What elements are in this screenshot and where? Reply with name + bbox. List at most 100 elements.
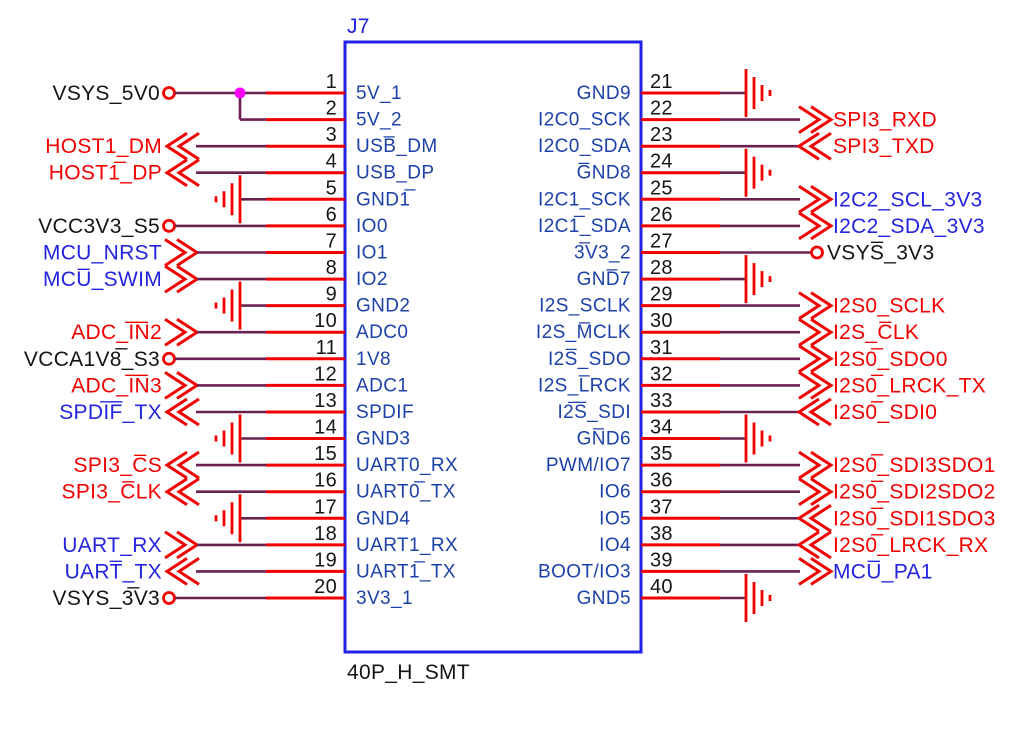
net-label: VSYS̅_3V3 [827, 242, 934, 265]
port-flag-icon [810, 450, 834, 480]
pin-number: 6 [326, 204, 337, 226]
pin-number: 17 [314, 496, 337, 518]
pin-number: 2 [326, 98, 337, 120]
pin-name: I2S_M̅CLK [536, 322, 631, 343]
pin-name: G̅ND8 [577, 163, 631, 184]
pin-name: ADC1 [356, 375, 408, 396]
port-flag-icon [810, 291, 834, 320]
pin-number: 18 [314, 523, 337, 545]
net-label: SPI3_RXD [833, 109, 937, 132]
component-designator: J7 [347, 15, 370, 38]
pin-number: 14 [314, 417, 337, 439]
pin-number: 10 [314, 310, 337, 332]
pin-number: 21 [650, 71, 673, 93]
pin-name: IO1 [356, 243, 388, 264]
pin-number: 30 [650, 310, 673, 332]
net-label: VSYS_5V0 [53, 82, 160, 105]
net-label: UART_RX [62, 534, 162, 557]
net-label: SPI3_C̅S [74, 454, 162, 477]
power-port-circle-icon [162, 218, 176, 233]
pin-number: 4 [326, 151, 337, 173]
port-flag-icon [176, 397, 200, 427]
port-flag-icon [164, 264, 188, 294]
pin-name: IO2 [356, 269, 388, 290]
net-label: SPI3_TXD [833, 135, 935, 158]
pin-name: I2S̅_SDO [548, 349, 631, 370]
port-flag-icon [796, 131, 820, 161]
pin-number: 3 [326, 124, 337, 146]
pin-number: 24 [650, 151, 673, 173]
pin-name: ADC0 [356, 322, 408, 343]
net-label: I2S0̅_SDI1SDO3 [833, 507, 996, 530]
power-port-circle-icon [162, 591, 176, 605]
pin-number: 7 [326, 231, 337, 253]
pin-name: I2S_SCLK [539, 296, 631, 317]
pin-number: 27 [650, 231, 673, 253]
net-label: I2C2_SCL_3V3 [833, 188, 983, 211]
pin-number: 29 [650, 284, 673, 306]
pin-number: 12 [314, 363, 337, 385]
port-flag-icon [810, 211, 834, 241]
net-label: ADC_I̅N̅2 [71, 321, 162, 344]
pin-name: SPDIF [356, 402, 414, 423]
port-flag-icon [810, 557, 834, 586]
pin-number: 23 [650, 124, 673, 146]
pin-number: 32 [650, 363, 673, 385]
pin-name: 5V_1 [356, 83, 402, 104]
port-flag-icon [808, 530, 832, 560]
pin-name: GND1̅ [356, 189, 416, 210]
port-flag-icon [176, 450, 200, 480]
pin-number: 25 [650, 177, 673, 199]
net-label: I2S0̅_LRCK_RX [833, 534, 988, 557]
net-label: VCC3V3_S5 [38, 215, 160, 238]
pin-name: GND2 [356, 296, 410, 317]
pin-number: 33 [650, 390, 673, 412]
pin-number: 35 [650, 443, 673, 465]
port-flag-icon [798, 450, 822, 480]
port-flag-icon [176, 158, 200, 187]
port-flag-icon [164, 238, 188, 267]
pin-name: GND9 [577, 83, 631, 104]
pin-name: UART0_RX [356, 455, 458, 476]
net-label: UART̅_TX [65, 560, 162, 583]
net-label: HOST1̅_DP [49, 162, 162, 185]
pin-name: 5V_2 [356, 110, 402, 131]
net-label: ADC_I̅N̅3 [71, 374, 162, 397]
pin-name: GN̅D6 [577, 429, 631, 450]
net-label: MCU_NRST [43, 242, 162, 265]
net-label: I2S0̅_SDI0 [833, 401, 937, 424]
port-flag-icon [798, 477, 822, 506]
port-flag-icon [164, 477, 188, 506]
pin-name: 3V3_1 [356, 588, 413, 609]
port-flag-icon [810, 185, 834, 214]
net-label: I2S0̅_SDI2SDO2 [833, 481, 996, 504]
port-flag-icon [164, 450, 188, 480]
port-flag-icon [810, 371, 834, 400]
net-label: MCU̅_SWIM [43, 268, 162, 291]
pin-name: IO6 [599, 482, 631, 503]
pin-number: 39 [650, 549, 673, 571]
pin-name: UART1̅_TX [356, 561, 456, 582]
pin-number: 11 [316, 337, 337, 359]
net-label: SPDI̅F̅_TX [59, 401, 162, 424]
pin-number: 40 [650, 576, 673, 598]
port-flag-icon [798, 105, 822, 134]
component-footprint: 40P_H_SMT [347, 661, 470, 684]
pin-name: GND̅7 [577, 269, 631, 290]
net-label: I2S0̅_SDO0 [833, 348, 948, 371]
pin-name: I2̅S̅_SDI [557, 402, 631, 423]
port-flag-icon [810, 317, 834, 347]
net-label: I2C2_SDA_3V3 [833, 215, 985, 238]
pin-number: 31 [650, 337, 673, 359]
pin-name: UART0̅_TX [356, 482, 456, 503]
pin-number: 34 [650, 417, 673, 439]
port-flag-icon [164, 397, 188, 427]
port-flag-icon [176, 557, 200, 586]
net-label: I2S0̅_LRCK_TX [833, 374, 986, 397]
pin-number: 13 [314, 390, 337, 412]
port-flag-icon [798, 211, 822, 241]
port-flag-icon [796, 397, 820, 427]
